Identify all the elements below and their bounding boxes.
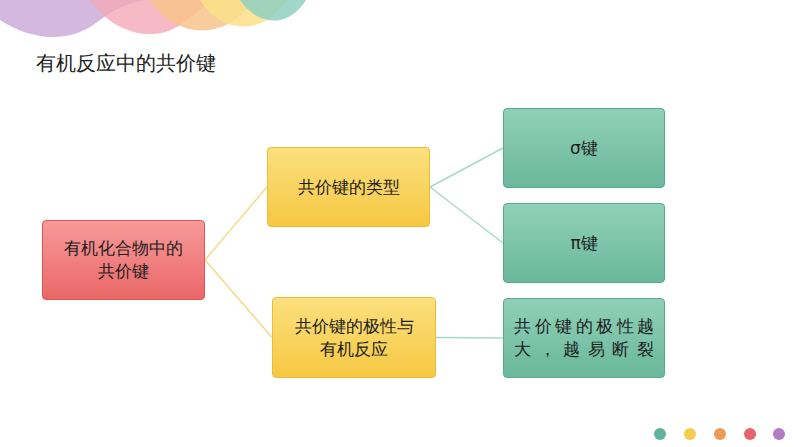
slide-title: 有机反应中的共价键 — [36, 50, 216, 77]
connector-line — [436, 337, 503, 339]
box-label: 共价键的类型 — [279, 176, 419, 199]
connector-line — [430, 187, 503, 243]
box-label: 有机化合物中的 共价键 — [54, 237, 194, 283]
wave — [240, 0, 306, 21]
dot — [744, 428, 756, 440]
box-label: 共价键的极性越 大，越易断裂 — [514, 315, 654, 361]
dot — [773, 428, 785, 440]
box-label: 共价键的极性与 有机反应 — [284, 315, 424, 361]
connector-line — [205, 260, 272, 338]
dot — [654, 428, 666, 440]
leaf-box: 共价键的极性越 大，越易断裂 — [503, 298, 665, 378]
leaf-box: π键 — [503, 203, 665, 283]
box-label: σ键 — [514, 137, 654, 160]
leaf-box: σ键 — [503, 108, 665, 188]
connector-line — [430, 148, 503, 187]
category-box: 共价键的极性与 有机反应 — [272, 297, 436, 378]
dot — [714, 428, 726, 440]
box-label: π键 — [514, 232, 654, 255]
category-box: 共价键的类型 — [267, 147, 430, 227]
connector-line — [205, 187, 267, 260]
root-box: 有机化合物中的 共价键 — [42, 220, 205, 300]
dot — [684, 428, 696, 440]
